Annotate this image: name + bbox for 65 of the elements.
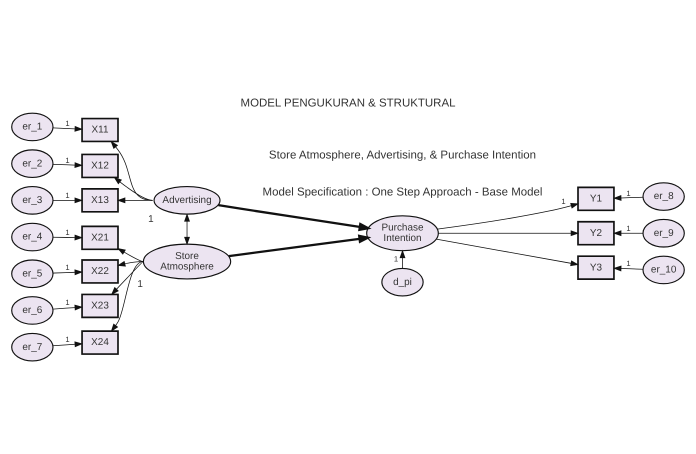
- node-label: 1: [148, 214, 154, 225]
- diagram-title: MODEL PENGUKURAN & STRUKTURAL: [240, 96, 456, 109]
- node-ellipse: er_4: [11, 222, 54, 251]
- arrow: [117, 260, 144, 266]
- node-box: X13: [81, 188, 119, 212]
- arrow: [110, 260, 144, 332]
- node-box: X21: [81, 225, 119, 250]
- arrow: [612, 194, 644, 200]
- node-ellipse: er_8: [642, 182, 685, 210]
- node-ellipse: er_1: [11, 112, 54, 141]
- node-box: X12: [81, 153, 119, 178]
- node-ellipse: Purchase Intention: [366, 214, 439, 251]
- arrow: [400, 249, 406, 268]
- arrow: [117, 247, 144, 262]
- arrow: [436, 238, 579, 266]
- node-box: X23: [81, 293, 119, 318]
- arrow: [52, 162, 84, 168]
- node-ellipse: er_3: [11, 186, 54, 214]
- node-ellipse: er_2: [11, 148, 54, 178]
- edge-label: 1: [626, 188, 631, 198]
- edge-label: 1: [394, 254, 398, 263]
- node-box: X11: [81, 117, 119, 142]
- arrow: [110, 260, 144, 295]
- node-ellipse: Advertising: [154, 186, 221, 214]
- arrow: [110, 140, 153, 200]
- edge-label: 1: [65, 298, 70, 307]
- arrow: [52, 340, 84, 347]
- arrow: [438, 230, 580, 236]
- arrow: [184, 212, 190, 245]
- label: Store Atmosphere, Advertising, & Purchase Intention: [268, 149, 536, 162]
- edge-label: 1: [65, 227, 70, 236]
- arrow: [436, 202, 580, 229]
- node-ellipse: er_6: [11, 296, 54, 324]
- node-box: X24: [81, 330, 119, 354]
- node-box: Y3: [577, 254, 615, 280]
- node-ellipse: er_7: [11, 332, 54, 362]
- node-label: 1: [137, 278, 143, 290]
- edge-label: 1: [65, 262, 70, 272]
- arrow: [218, 204, 372, 231]
- arrow: [52, 125, 84, 132]
- node-ellipse: d_pi: [381, 267, 424, 296]
- edge-label: 1: [626, 258, 631, 268]
- arrow: [228, 234, 372, 257]
- arrow: [52, 304, 84, 310]
- arrow: [52, 196, 84, 203]
- arrow: [612, 265, 644, 271]
- edge-label: 1: [65, 155, 70, 164]
- node-ellipse: er_10: [642, 255, 685, 284]
- edge-label: 1: [561, 196, 566, 206]
- edge-label: 1: [626, 223, 631, 232]
- edge-label: 1: [65, 118, 70, 128]
- node-ellipse: er_9: [642, 218, 685, 248]
- arrow: [52, 234, 84, 240]
- edge-label: 1: [65, 190, 70, 200]
- label: Model Specification : One Step Approach - Base Model: [262, 186, 542, 198]
- edge-label: 1: [65, 334, 70, 344]
- node-box: X22: [81, 258, 119, 284]
- arrow: [116, 196, 153, 203]
- node-ellipse: Store Atmosphere: [142, 243, 232, 279]
- node-ellipse: er_5: [11, 258, 54, 288]
- node-box: Y2: [577, 220, 615, 246]
- arrow: [612, 230, 644, 236]
- arrow: [52, 268, 84, 275]
- arrow: [114, 176, 153, 200]
- node-box: Y1: [577, 186, 615, 211]
